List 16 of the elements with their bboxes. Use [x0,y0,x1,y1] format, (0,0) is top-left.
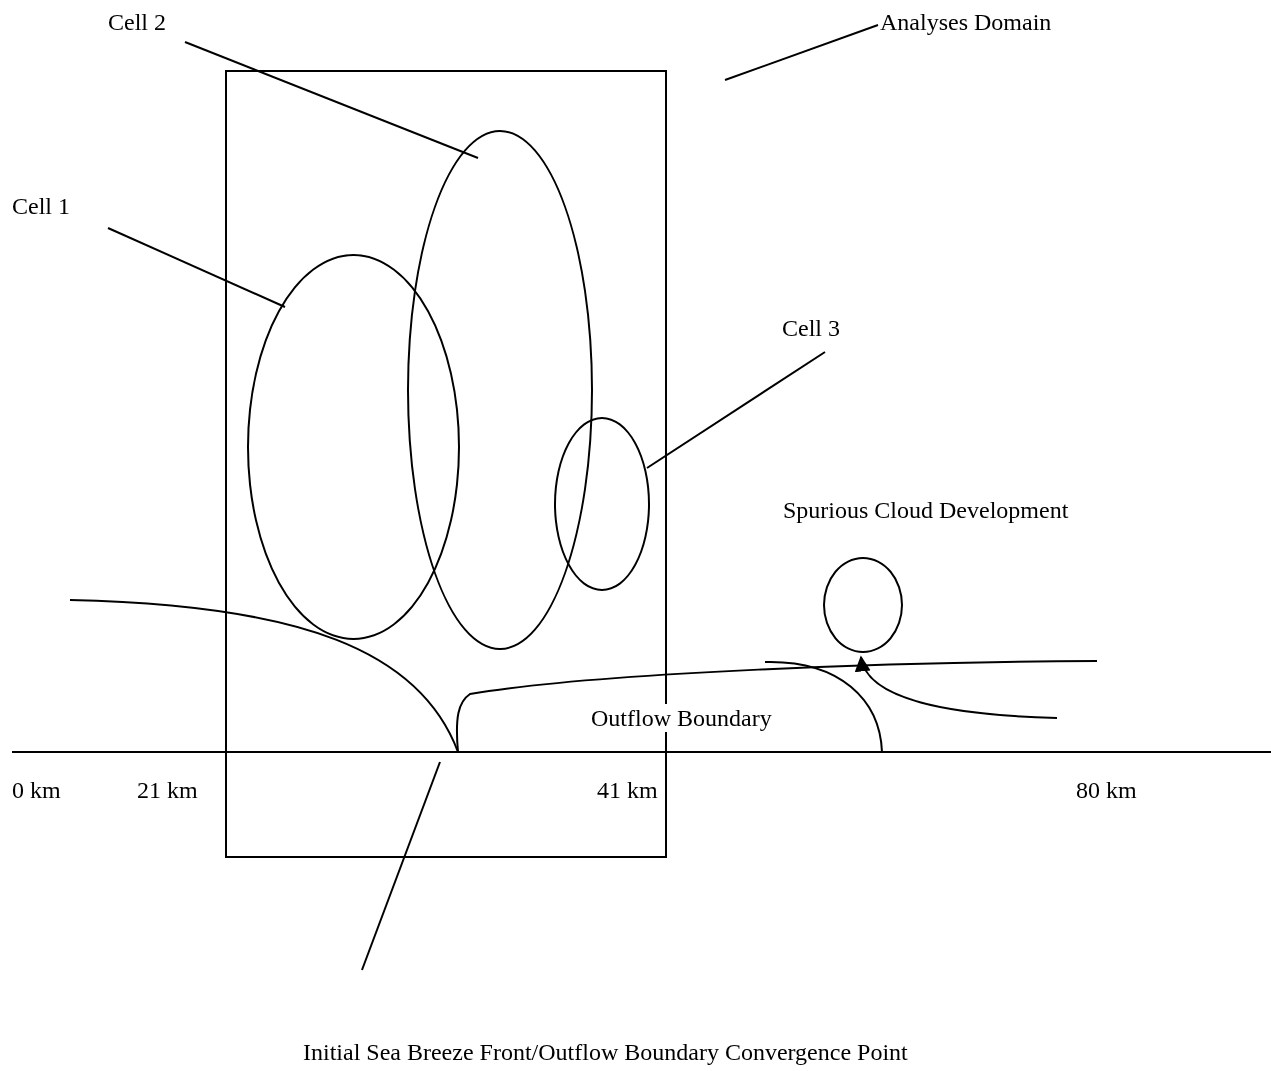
arrow [857,655,1058,719]
leader-line [724,24,879,81]
storm-cell-ellipse [554,417,650,591]
leader-line [107,227,286,308]
cloud-caption: Spurious Cloud Development [783,496,1069,524]
storm-cell-ellipse [247,254,460,640]
storm-cell-ellipse [407,130,593,650]
cell-label: Cell 3 [782,314,840,342]
leader-line [361,761,441,971]
leader-line [646,351,826,469]
domain-label: Analyses Domain [880,8,1052,36]
leader-line [184,41,479,159]
cell-label: Cell 1 [12,192,70,220]
convergence-point-label: Initial Sea Breeze Front/Outflow Boundary Convergence Point [303,1038,908,1066]
outflow-boundary-label: Outflow Boundary [591,704,772,732]
cell-label: Cell 2 [108,8,166,36]
